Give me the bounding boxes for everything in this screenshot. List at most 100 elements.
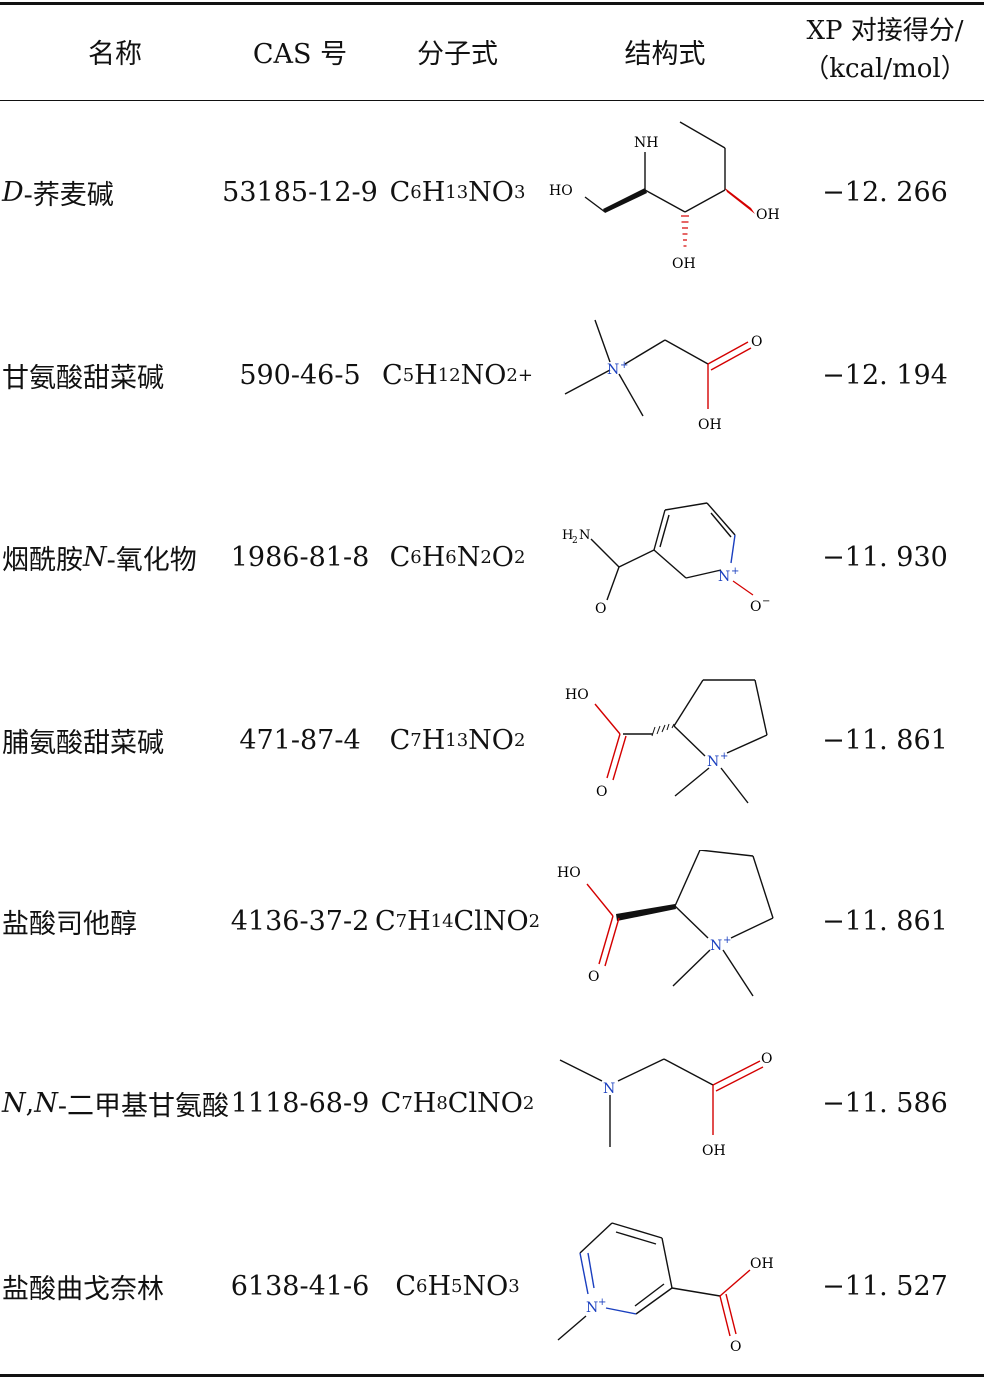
structure-nicotinamide-n-oxide: H 2 N N + O O − [562,502,770,617]
formula-part: C [389,724,411,756]
compound-name-part: N [2,1087,26,1119]
formula-part: 13 [445,729,469,751]
s7-n: N [586,1300,598,1316]
s2-plus: + [620,360,628,371]
compound-name: 烟酰胺 N-氧化物 [2,532,217,582]
formula-part: 8 [436,1092,448,1114]
formula-part: ClNO [453,905,529,937]
formula-part: 7 [401,1092,413,1114]
xp-docking-score: −11. 930 [822,541,948,573]
formula-part: 7 [410,729,422,751]
compound-name-part: D [2,176,24,208]
formula-part: 6 [416,1275,428,1297]
formula-part: 5 [451,1275,463,1297]
s3-n-amide: N [579,528,590,543]
formula-part: 3 [513,181,526,203]
compound-name-part: 烟酰胺 [2,544,83,576]
formula-part: NO [460,359,507,391]
formula-part: H [421,541,446,573]
s3-plus: + [731,566,739,577]
cas-number: 1118-68-9 [230,1087,370,1119]
compound-name-part: N [34,1087,58,1119]
formula-part: N [456,541,481,573]
header-name: 名称 [88,38,142,70]
compound-name-part: , [25,1087,35,1119]
formula-part: 3 [508,1275,520,1297]
header-rule [0,100,984,101]
structure-trigonelline: N + OH O [557,1222,774,1355]
formula-part: 6 [410,546,422,568]
formula-part: 14 [430,910,454,932]
header-score-line2: （kcal/mol） [803,54,967,84]
s6-o: O [761,1051,772,1067]
formula-part: H [414,359,438,391]
xp-docking-score: −11. 861 [822,905,948,937]
s5-plus: + [723,935,731,946]
formula-part: 2 [480,546,492,568]
formula-part: 13 [445,181,469,203]
cas-number: 590-46-5 [239,359,361,391]
formula-part: 2 [528,910,541,932]
formula-part: 7 [395,910,408,932]
s6-n: N [603,1081,615,1097]
cas-number: 6138-41-6 [230,1270,370,1302]
formula-part: NO [468,724,514,756]
formula-part: 12 [437,364,461,386]
structure-proline-betaine: HO N + O [565,679,768,804]
compound-name: 脯氨酸甜菜碱 [2,715,217,765]
formula-part: C [382,359,403,391]
formula-part: 2+ [506,364,533,386]
s4-n: N [707,754,719,770]
formula-part: H [407,905,431,937]
compound-name: 盐酸司他醇 [2,896,217,946]
structure-glycine-betaine: N + O OH [564,319,762,433]
header-score: XP 对接得分/ （kcal/mol） [795,12,975,88]
structure-stachydrine: HO N + O [557,850,774,997]
compound-name: 甘氨酸甜菜碱 [2,350,217,400]
xp-docking-score: −12. 266 [822,176,948,208]
s5-ho: HO [557,865,581,881]
s3-h: H [562,528,573,543]
structure-dimethylglycine: N O OH [559,1051,772,1159]
compound-name-part: 盐酸曲戈奈林 [2,1273,164,1305]
s3-n-ring: N [718,569,730,585]
s7-oh: OH [750,1256,774,1272]
formula-part: 2 [513,729,526,751]
s3-minus: − [762,596,770,607]
s5-o: O [588,969,599,985]
compound-name: D-荞麦碱 [2,167,217,217]
s7-o: O [730,1339,741,1355]
s4-plus: + [720,751,728,762]
compound-name-part: 甘氨酸甜菜碱 [2,362,164,394]
formula-part: NO [468,176,514,208]
s3-sub2: 2 [572,536,578,546]
compound-name-part: -氧化物 [106,544,197,576]
formula-part: H [421,176,446,208]
compound-name: N,N-二甲基甘氨酸 [2,1078,229,1128]
s2-o: O [751,334,762,350]
bottom-rule [0,1374,984,1377]
header-formula: 分子式 [417,38,498,70]
top-rule [0,2,984,5]
header-score-line1: XP 对接得分/ [806,16,964,46]
s5-n: N [710,938,722,954]
formula-part: C [389,541,411,573]
formula-part: 2 [513,546,526,568]
formula-part: C [380,1087,402,1119]
formula-part: 6 [410,181,422,203]
formula-part: 5 [402,364,415,386]
s7-plus: + [598,1297,606,1308]
formula-part: C [389,176,411,208]
formula-part: 2 [522,1092,535,1114]
xp-docking-score: −11. 527 [822,1270,948,1302]
header-structure: 结构式 [624,38,706,70]
formula-part: 6 [445,546,457,568]
s2-n: N [607,362,619,378]
s4-ho: HO [565,687,589,703]
s3-o: O [595,601,606,617]
